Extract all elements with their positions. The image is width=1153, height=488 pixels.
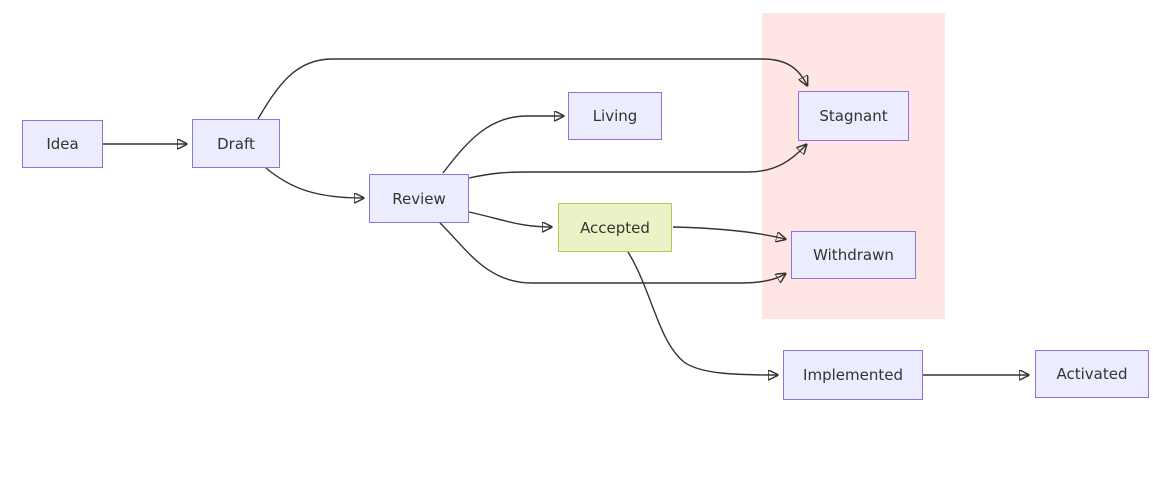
edge-review-living [442,116,563,174]
node-living: Living [568,92,662,140]
node-idea: Idea [22,120,103,168]
node-living-label: Living [592,107,638,125]
node-idea-label: Idea [46,135,79,153]
node-review-label: Review [392,189,446,208]
node-activated: Activated [1035,350,1149,398]
node-implemented: Implemented [783,350,923,400]
node-withdrawn: Withdrawn [791,231,916,279]
node-review: Review [369,174,469,223]
node-withdrawn-label: Withdrawn [813,246,894,264]
edge-accepted-implemented [627,251,777,375]
edge-review-stagnant [468,145,806,179]
node-draft: Draft [192,119,280,168]
node-accepted: Accepted [558,203,672,252]
node-stagnant-label: Stagnant [819,107,888,125]
node-implemented-label: Implemented [803,366,903,384]
node-draft-label: Draft [217,134,255,153]
edge-review-accepted [468,211,551,227]
node-stagnant: Stagnant [798,91,909,141]
edge-draft-stagnant [257,58,807,120]
node-accepted-label: Accepted [580,218,650,237]
node-activated-label: Activated [1056,365,1128,383]
edge-accepted-withdrawn [672,226,785,239]
edge-draft-review [265,167,363,198]
edge-review-withdrawn [439,222,785,284]
